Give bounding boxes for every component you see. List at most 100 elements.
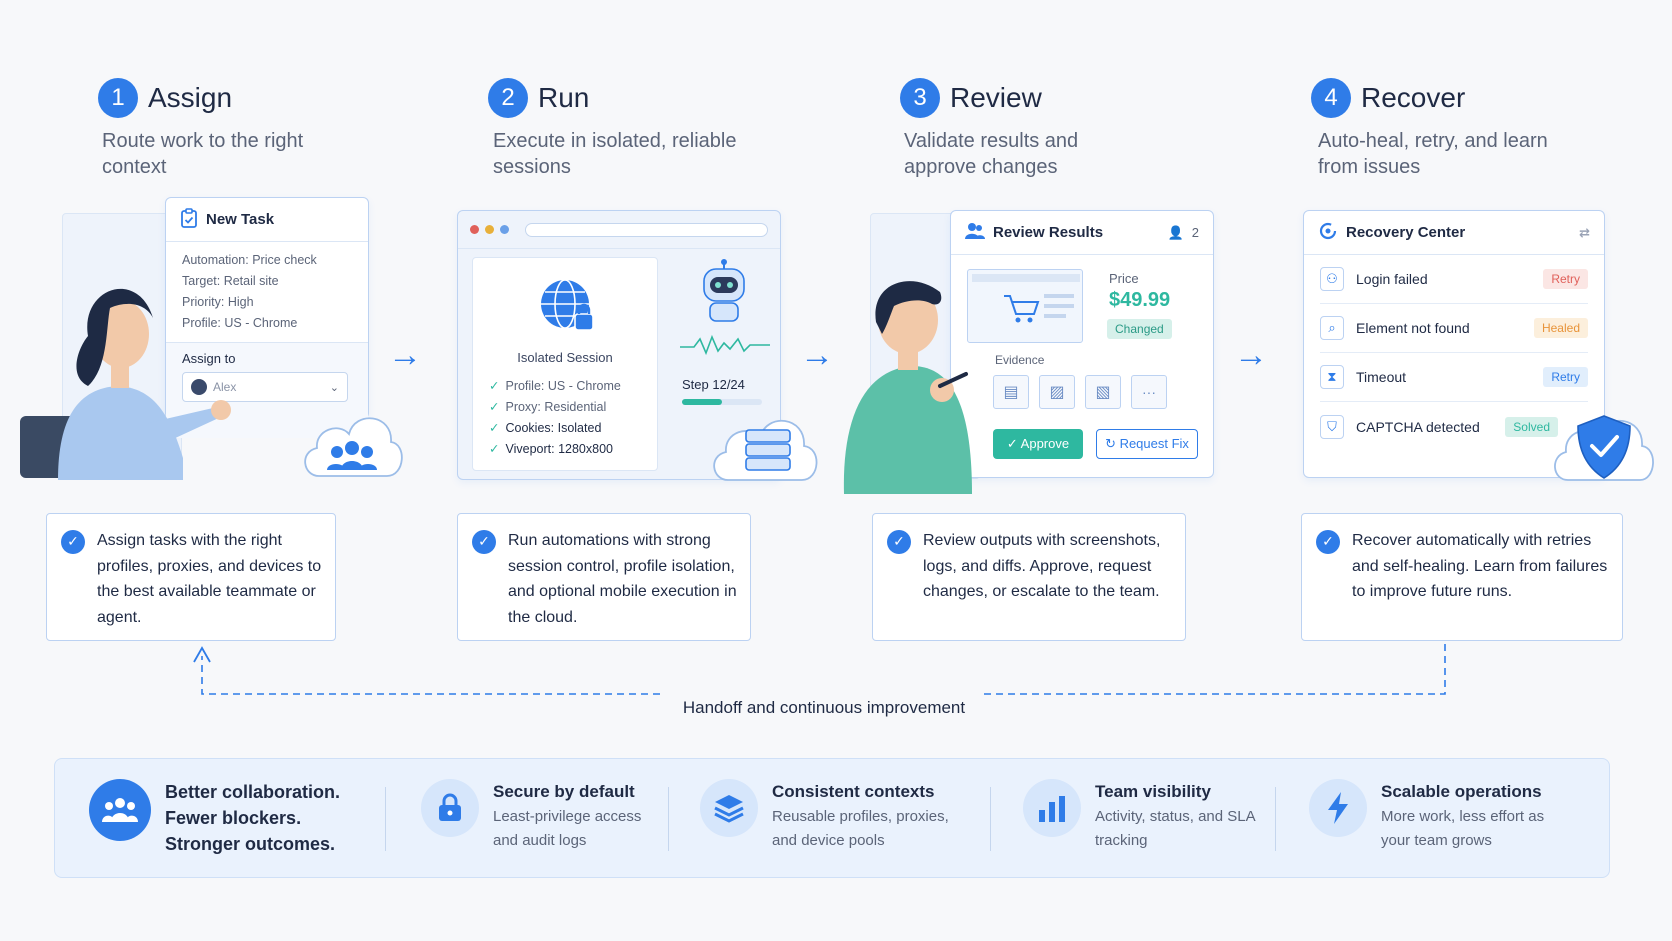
address-bar[interactable]	[525, 222, 768, 237]
server-cloud-icon	[706, 402, 824, 486]
bar-chart-icon	[1023, 779, 1081, 837]
feature-collaboration-title: Better collaboration. Fewer blockers. St…	[165, 782, 341, 854]
step-1-header: 1 Assign	[98, 78, 232, 118]
recovery-item-label: Element not found	[1356, 320, 1470, 336]
recovery-center-card: Recovery Center ⇄ ⚇ Login failed Retry ⌕…	[1303, 210, 1605, 478]
arrow-right-icon: →	[1234, 336, 1268, 374]
target-label: Target:	[182, 274, 221, 288]
arrow-right-icon: →	[388, 336, 422, 374]
profile-label: Profile:	[182, 316, 221, 330]
step-progress-bar	[682, 399, 762, 405]
robot-icon	[694, 259, 754, 330]
solved-badge[interactable]: Solved	[1505, 416, 1558, 437]
divider	[1275, 787, 1276, 851]
review-results-header: Review Results 👤 2	[951, 211, 1213, 255]
loop-label: Handoff and continuous improvement	[682, 698, 966, 717]
task-details: Automation: Price check Target: Retail s…	[166, 242, 368, 342]
recovery-center-title: Recovery Center	[1346, 224, 1466, 241]
price-label: Price	[1109, 271, 1139, 286]
step-4-number: 4	[1311, 78, 1351, 118]
divider	[990, 787, 991, 851]
feature-visibility: Team visibility Activity, status, and SL…	[1023, 779, 1255, 853]
run-profile-value: US - Chrome	[547, 379, 621, 393]
assignee-select[interactable]: Alex ⌄	[182, 372, 348, 402]
feature-visibility-text: Activity, status, and SLA tracking	[1095, 808, 1255, 849]
evidence-more-icon[interactable]: ···	[1131, 375, 1167, 409]
avatar-icon	[191, 379, 207, 395]
check-circle-icon: ✓	[887, 530, 911, 554]
search-user-icon: ⌕	[1320, 316, 1344, 340]
recovery-item-label: Login failed	[1356, 271, 1428, 287]
team-icon	[89, 779, 151, 841]
session-panel: Isolated Session ✓Profile: US - Chrome ✓…	[472, 257, 658, 471]
check-circle-icon: ✓	[1316, 530, 1340, 554]
recovery-item-captcha[interactable]: ⛉ CAPTCHA detected Solved	[1320, 402, 1588, 451]
feature-scalable: Scalable operations More work, less effo…	[1309, 779, 1551, 853]
feature-scalable-title: Scalable operations	[1381, 782, 1542, 801]
run-profile-label: Profile:	[505, 379, 545, 393]
assign-description: ✓ Assign tasks with the right profiles, …	[46, 513, 336, 641]
run-browser-window: Isolated Session ✓Profile: US - Chrome ✓…	[457, 210, 781, 480]
man-illustration	[842, 262, 982, 494]
approve-button[interactable]: ✓ Approve	[993, 429, 1083, 459]
shield-check-cloud-icon	[1548, 402, 1660, 490]
run-description: ✓ Run automations with strong session co…	[457, 513, 751, 641]
automation-value: Price check	[252, 253, 317, 267]
viewport-label: Viveport:	[505, 442, 555, 456]
cookies-value: Isolated	[557, 421, 602, 435]
target-value: Retail site	[223, 274, 279, 288]
step-2-header: 2 Run	[488, 78, 589, 118]
people-icon	[965, 222, 985, 244]
reviewer-count: 2	[1191, 225, 1199, 240]
step-2-title: Run	[538, 82, 590, 113]
feature-collaboration: Better collaboration. Fewer blockers. St…	[89, 779, 345, 857]
evidence-thumbnails: ▤ ▨ ▧ ···	[993, 375, 1167, 409]
run-description-text: Run automations with strong session cont…	[508, 532, 737, 626]
recovery-item-login-failed[interactable]: ⚇ Login failed Retry	[1320, 255, 1588, 304]
priority-label: Priority:	[182, 295, 225, 309]
step-2-subtitle: Execute in isolated, reliable sessions	[493, 130, 737, 178]
clipboard-check-icon	[180, 207, 198, 232]
step-1-number: 1	[98, 78, 138, 118]
recovery-center-header: Recovery Center ⇄	[1304, 211, 1604, 255]
review-results-title: Review Results	[993, 224, 1104, 241]
lightning-icon	[1309, 779, 1367, 837]
request-fix-button[interactable]: ↻ Request Fix	[1096, 429, 1198, 459]
team-cloud-icon	[297, 400, 407, 482]
window-dot-red	[470, 225, 479, 234]
recovery-item-element-not-found[interactable]: ⌕ Element not found Healed	[1320, 304, 1588, 353]
new-task-card: New Task Automation: Price check Target:…	[165, 197, 369, 438]
step-3-number: 3	[900, 78, 940, 118]
shield-user-icon: ⛉	[1320, 414, 1344, 439]
assign-to-label: Assign to	[182, 351, 236, 366]
step-3-title: Review	[950, 82, 1042, 113]
new-task-title: New Task	[206, 211, 275, 228]
feature-secure-text: Least-privilege access and audit logs	[493, 808, 642, 849]
step-4-title: Recover	[1361, 82, 1466, 113]
proxy-label: Proxy:	[505, 400, 541, 414]
check-circle-icon: ✓	[61, 530, 85, 554]
step-1-subtitle: Route work to the right context	[102, 130, 304, 178]
recover-description: ✓ Recover automatically with retries and…	[1301, 513, 1623, 641]
refresh-icon	[1318, 221, 1338, 245]
retry-badge[interactable]: Retry	[1543, 367, 1588, 387]
feature-visibility-title: Team visibility	[1095, 782, 1211, 801]
step-4-subtitle: Auto-heal, retry, and learn from issues	[1318, 130, 1548, 178]
page-screenshot-thumbnail[interactable]	[967, 269, 1083, 343]
new-task-header: New Task	[166, 198, 368, 242]
retry-badge[interactable]: Retry	[1543, 269, 1588, 289]
assignee-value: Alex	[213, 380, 237, 394]
recovery-item-timeout[interactable]: ⧗ Timeout Retry	[1320, 353, 1588, 402]
swap-arrows-icon: ⇄	[1579, 224, 1590, 240]
feature-consistent: Consistent contexts Reusable profiles, p…	[700, 779, 962, 853]
evidence-image-icon[interactable]: ▨	[1039, 375, 1075, 409]
features-bar: Better collaboration. Fewer blockers. St…	[54, 758, 1610, 878]
evidence-log-icon[interactable]: ▤	[993, 375, 1029, 409]
healed-badge[interactable]: Healed	[1533, 318, 1588, 338]
woman-illustration	[18, 248, 238, 480]
evidence-photo-icon[interactable]: ▧	[1085, 375, 1121, 409]
session-settings: ✓Profile: US - Chrome ✓Proxy: Residentia…	[489, 379, 621, 456]
review-description: ✓ Review outputs with screenshots, logs,…	[872, 513, 1186, 641]
activity-wave-icon	[680, 331, 770, 366]
profile-value: US - Chrome	[224, 316, 298, 330]
